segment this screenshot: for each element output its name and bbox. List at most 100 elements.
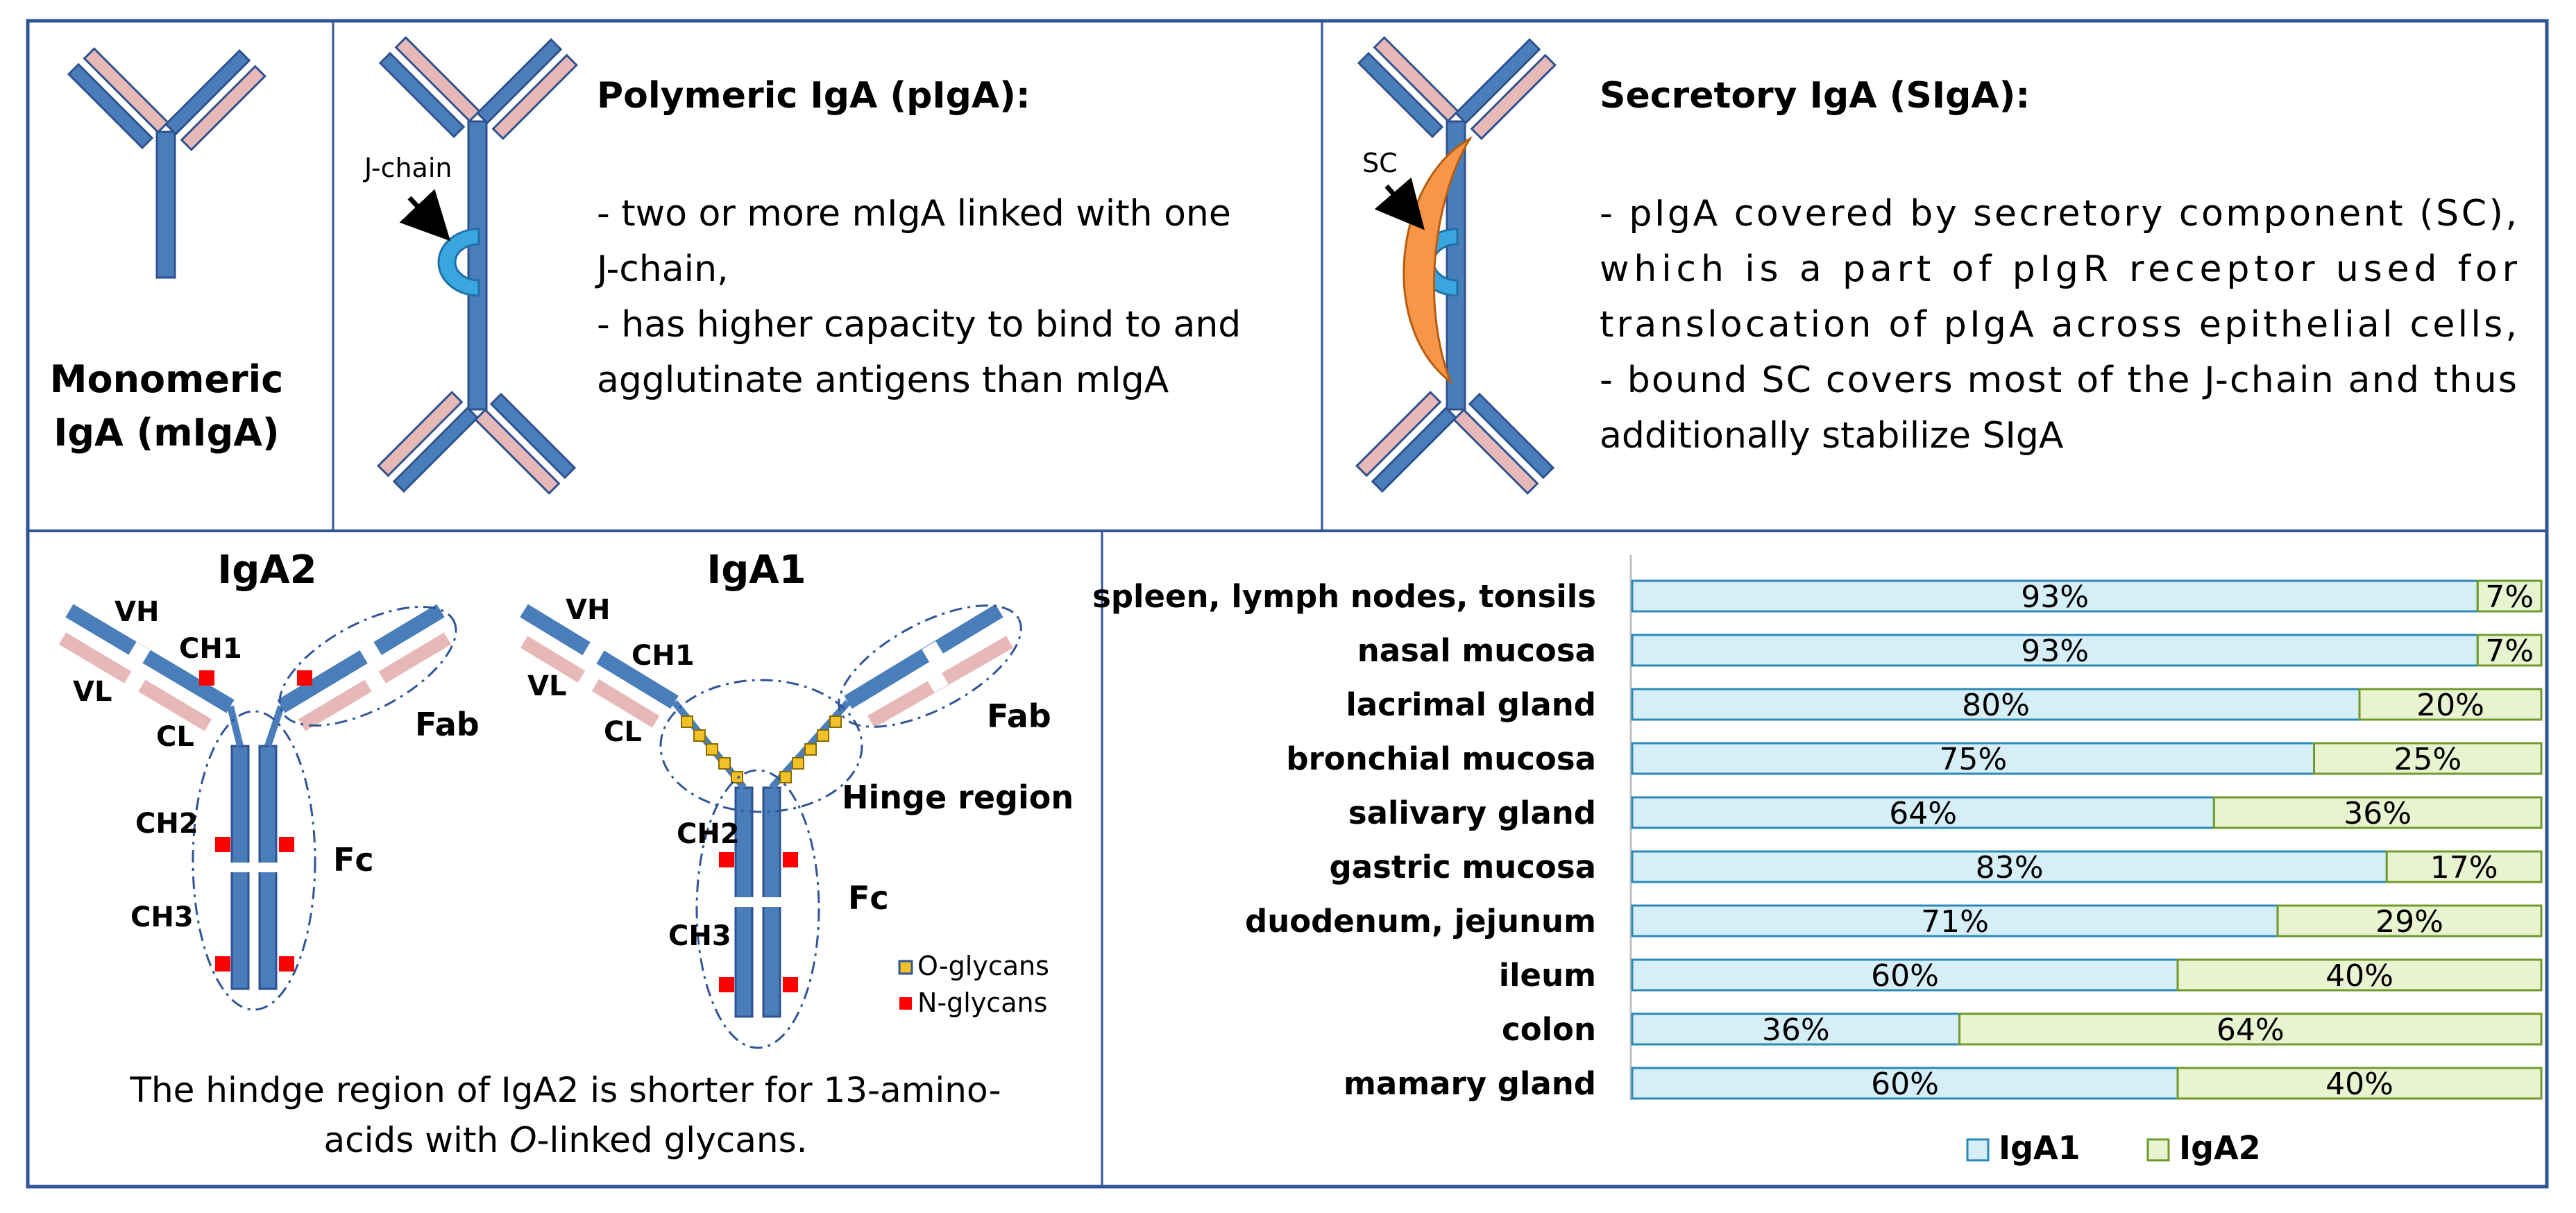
hinge-region-label: Hinge region xyxy=(842,779,1074,816)
glycan-legend: O-glycans N-glycans xyxy=(898,951,1049,1018)
bar-iga2 xyxy=(2212,796,2543,829)
n-glycan-mark xyxy=(199,670,214,686)
bar-iga2 xyxy=(2176,1067,2543,1100)
bar-iga1 xyxy=(1631,958,2179,992)
category-label: spleen, lymph nodes, tonsils xyxy=(1092,578,1596,615)
n-glycan-mark xyxy=(783,977,798,992)
polymeric-title: Polymeric IgA (pIgA): xyxy=(597,75,1031,117)
category-label: nasal mucosa xyxy=(1357,632,1596,669)
iga2-fab-label: Fab xyxy=(415,706,480,743)
fc-outline xyxy=(695,769,820,1049)
iga2-cl-label: CL xyxy=(156,721,194,753)
monomeric-panel: Monomeric IgA (mIgA) xyxy=(50,47,283,455)
sc-arrow xyxy=(1374,177,1425,230)
bar-label-iga1: 60% xyxy=(1871,1067,1939,1102)
n-glycan-mark xyxy=(215,837,230,852)
chart-legend: IgA1 IgA2 xyxy=(1966,1129,2261,1167)
hinge-outline xyxy=(659,679,863,813)
iga2-ch3-label: CH3 xyxy=(130,901,194,933)
iga2-diagram xyxy=(58,604,457,1011)
bar-label-iga2: 25% xyxy=(2393,742,2461,777)
category-label: salivary gland xyxy=(1348,795,1596,831)
fab-outline xyxy=(838,604,1022,728)
structure-panel: IgA2 IgA1 xyxy=(58,548,1074,1160)
bar-iga2 xyxy=(2276,904,2543,938)
iga1-ch1-label: CH1 xyxy=(632,640,695,672)
iga1-vl-label: VL xyxy=(527,670,566,702)
iga1-vh-label: VH xyxy=(566,594,610,626)
bar-label-iga2: 7% xyxy=(2485,579,2534,615)
bar-label-iga1: 36% xyxy=(1762,1012,1830,1048)
bar-label-iga1: 71% xyxy=(1921,904,1989,940)
n-glycan-legend-label: N-glycans xyxy=(917,987,1047,1018)
secretory-title: Secretory IgA (SIgA): xyxy=(1600,75,2030,117)
iga2-vl-label: VL xyxy=(73,676,112,708)
bar-label-iga1: 80% xyxy=(1962,688,2030,723)
legend-label-iga2: IgA2 xyxy=(2179,1129,2261,1167)
iga1-diagram xyxy=(520,604,1022,1049)
bar-label-iga2: 36% xyxy=(2344,796,2412,831)
n-glycan-mark xyxy=(215,956,230,972)
sc-label: SC xyxy=(1362,148,1398,178)
polymeric-line-1: - two or more mIgA linked with one xyxy=(597,193,1231,235)
bar-iga2 xyxy=(2385,850,2543,883)
iga1-ch3-label: CH3 xyxy=(668,920,731,952)
category-label: colon xyxy=(1502,1011,1596,1048)
category-label: gastric mucosa xyxy=(1330,849,1597,885)
iga1-fc-label: Fc xyxy=(848,879,889,917)
secretory-panel: SC Secretory IgA (SIgA): - pIgA covered … xyxy=(1355,36,2518,495)
secretory-line-5: additionally stabilize SIgA xyxy=(1600,415,2064,457)
bar-iga1 xyxy=(1631,1012,1961,1046)
polymeric-line-3: - has higher capacity to bind to and xyxy=(597,304,1241,346)
o-glycan-marks xyxy=(681,715,842,783)
iga2-ch1-label: CH1 xyxy=(179,633,242,665)
fab-outline xyxy=(278,605,457,727)
bar-label-iga1: 83% xyxy=(1976,850,2044,885)
bar-label-iga1: 60% xyxy=(1871,958,1939,994)
iga2-ch2-label: CH2 xyxy=(135,808,198,840)
monomeric-title-line1: Monomeric xyxy=(50,357,283,401)
polymeric-panel: J-chain Polymeric IgA (pIgA): - two or m… xyxy=(363,36,1241,495)
structure-caption-line2: acids with O-linked glycans. xyxy=(323,1120,807,1160)
secretory-line-4: - bound SC covers most of the J-chain an… xyxy=(1600,359,2517,401)
iga2-title: IgA2 xyxy=(217,548,316,593)
fc-outline xyxy=(192,710,316,1011)
bar-iga2 xyxy=(2358,688,2543,721)
n-glycan-mark xyxy=(719,852,734,867)
polymeric-line-2: J-chain, xyxy=(595,248,729,290)
bar-label-iga1: 93% xyxy=(2021,634,2089,669)
secretory-line-3: translocation of pIgA across epithelial … xyxy=(1600,304,2517,346)
bar-iga2 xyxy=(2176,958,2543,992)
bar-label-iga2: 64% xyxy=(2217,1012,2285,1048)
bar-iga1 xyxy=(1631,579,2479,613)
secretory-line-1: - pIgA covered by secretory component (S… xyxy=(1600,193,2517,235)
bar-iga2 xyxy=(2476,579,2543,613)
category-label: lacrimal gland xyxy=(1346,686,1596,723)
iga1-fab-label: Fab xyxy=(987,697,1051,735)
n-glycan-mark xyxy=(279,837,294,852)
bar-label-iga2: 40% xyxy=(2325,1067,2393,1102)
bar-iga1 xyxy=(1631,1067,2179,1100)
n-glycan-mark xyxy=(783,852,798,867)
iga2-vh-label: VH xyxy=(115,596,159,628)
iga1-cl-label: CL xyxy=(604,716,642,748)
monomeric-title-line2: IgA (mIgA) xyxy=(53,411,280,455)
jchain-arrow xyxy=(399,189,451,241)
bar-label-iga2: 40% xyxy=(2325,958,2393,994)
pIgA-icon xyxy=(377,36,578,495)
o-glycan-swatch xyxy=(898,960,913,975)
bar-label-iga1: 93% xyxy=(2021,579,2089,615)
bar-iga2 xyxy=(2476,634,2543,667)
polymeric-line-4: agglutinate antigens than mIgA xyxy=(597,359,1169,401)
iga1-title: IgA1 xyxy=(706,548,806,593)
category-label: bronchial mucosa xyxy=(1286,740,1596,777)
monomeric-iga-icon xyxy=(67,47,266,279)
n-glycan-mark xyxy=(719,977,734,992)
bar-iga2 xyxy=(1958,1012,2543,1046)
n-glycan-mark xyxy=(297,670,312,686)
bar-iga1 xyxy=(1631,904,2279,938)
jchain-shape xyxy=(437,228,480,297)
n-glycan-swatch xyxy=(899,997,912,1010)
n-glycan-mark xyxy=(279,956,294,972)
legend-swatch-iga1 xyxy=(1966,1138,1990,1162)
